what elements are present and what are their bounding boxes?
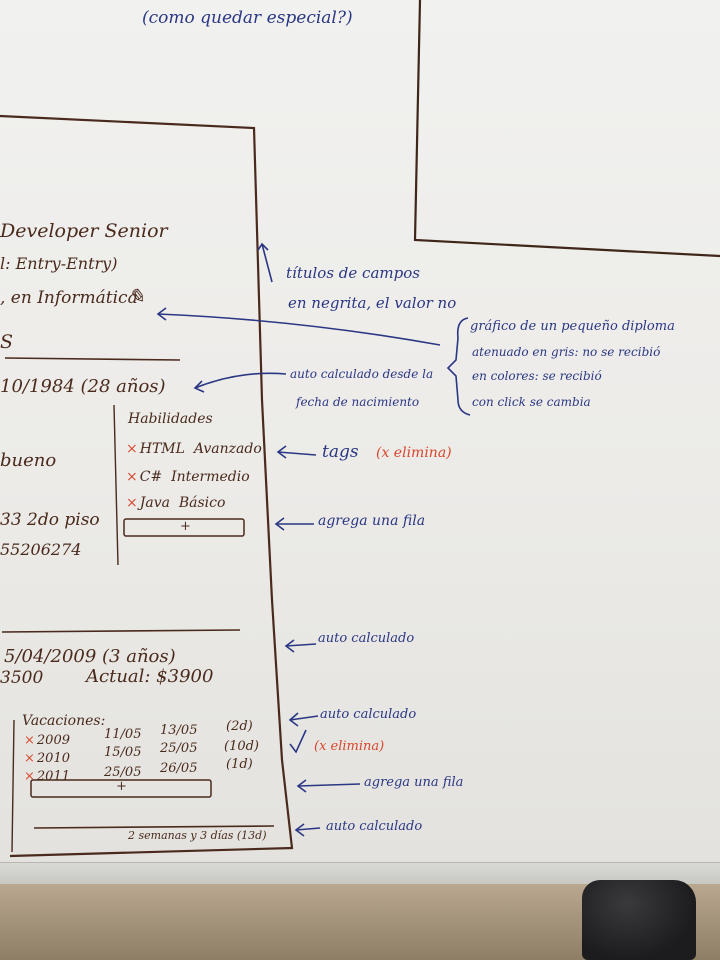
note-tags: tags [322,442,359,462]
vacation-row[interactable]: ×2011 [24,769,70,784]
skill-tag[interactable]: ×HTML Avanzado [126,441,262,457]
note-auto-birth-1: auto calculado desde la [290,367,434,381]
phone: 55206274 [0,540,82,559]
delete-vacation-icon[interactable]: × [24,751,35,766]
whiteboard-eraser [582,880,696,960]
note-auto-1: auto calculado [318,631,415,646]
whiteboard [0,0,720,870]
note-titles-2: en negrita, el valor no [288,294,457,312]
note-auto-2: auto calculado [320,707,417,722]
birth-date: 10/1984 (28 años) [0,376,166,397]
vacation-to: 26/05 [160,761,198,776]
skill-tag[interactable]: ×Java Básico [126,495,226,511]
note-add-row-2: agrega una fila [364,775,464,790]
vacation-days: (10d) [224,739,260,754]
vacations-title: Vacaciones: [22,713,106,729]
education: , en Informática [0,288,138,308]
skill-tag[interactable]: ×C# Intermedio [126,469,250,485]
vacation-from: 15/05 [104,745,142,760]
vacation-to: 25/05 [160,741,198,756]
add-skill-button[interactable]: + [180,519,191,534]
job-title: Developer Senior [0,220,168,242]
vacation-row[interactable]: ×2009 [24,733,70,748]
delete-vacation-icon[interactable]: × [24,769,35,784]
diploma-icon[interactable]: ✎ [128,284,145,308]
vacation-days: (2d) [226,719,253,734]
note-add-row-1: agrega una fila [318,513,426,529]
job-detail: l: Entry-Entry) [0,254,118,273]
vacation-days: (1d) [226,757,253,772]
note-titles: títulos de campos [286,264,420,282]
language-level: bueno [0,450,57,471]
salary-current: Actual: $3900 [86,666,214,687]
note-diploma-1: gráfico de un pequeño diploma [470,319,675,334]
note-delete: (x elimina) [314,739,385,754]
note-tags-delete: (x elimina) [376,445,452,461]
delete-skill-icon[interactable]: × [126,495,138,511]
vacation-from: 25/05 [104,765,142,780]
note-diploma-4: con click se cambia [472,395,591,409]
delete-skill-icon[interactable]: × [126,469,138,485]
note-auto-birth-2: fecha de nacimiento [296,395,420,409]
note-diploma-2: atenuado en gris: no se recibió [472,345,661,359]
vacation-to: 13/05 [160,723,198,738]
whiteboard-tray [0,862,720,885]
delete-vacation-icon[interactable]: × [24,733,35,748]
skills-title: Habilidades [128,411,213,427]
delete-skill-icon[interactable]: × [126,441,138,457]
vacation-row[interactable]: ×2010 [24,751,70,766]
vacations-total: 2 semanas y 3 días (13d) [128,829,267,842]
note-auto-3: auto calculado [326,819,423,834]
address: 33 2do piso [0,510,100,530]
note-diploma-3: en colores: se recibió [472,369,602,383]
top-note: (como quedar especial?) [142,8,353,28]
vacation-from: 11/05 [104,727,142,742]
section-letter: S [0,331,14,353]
add-vacation-button[interactable]: + [116,779,127,794]
salary-start: 3500 [0,668,44,688]
start-date: 5/04/2009 (3 años) [4,646,176,667]
